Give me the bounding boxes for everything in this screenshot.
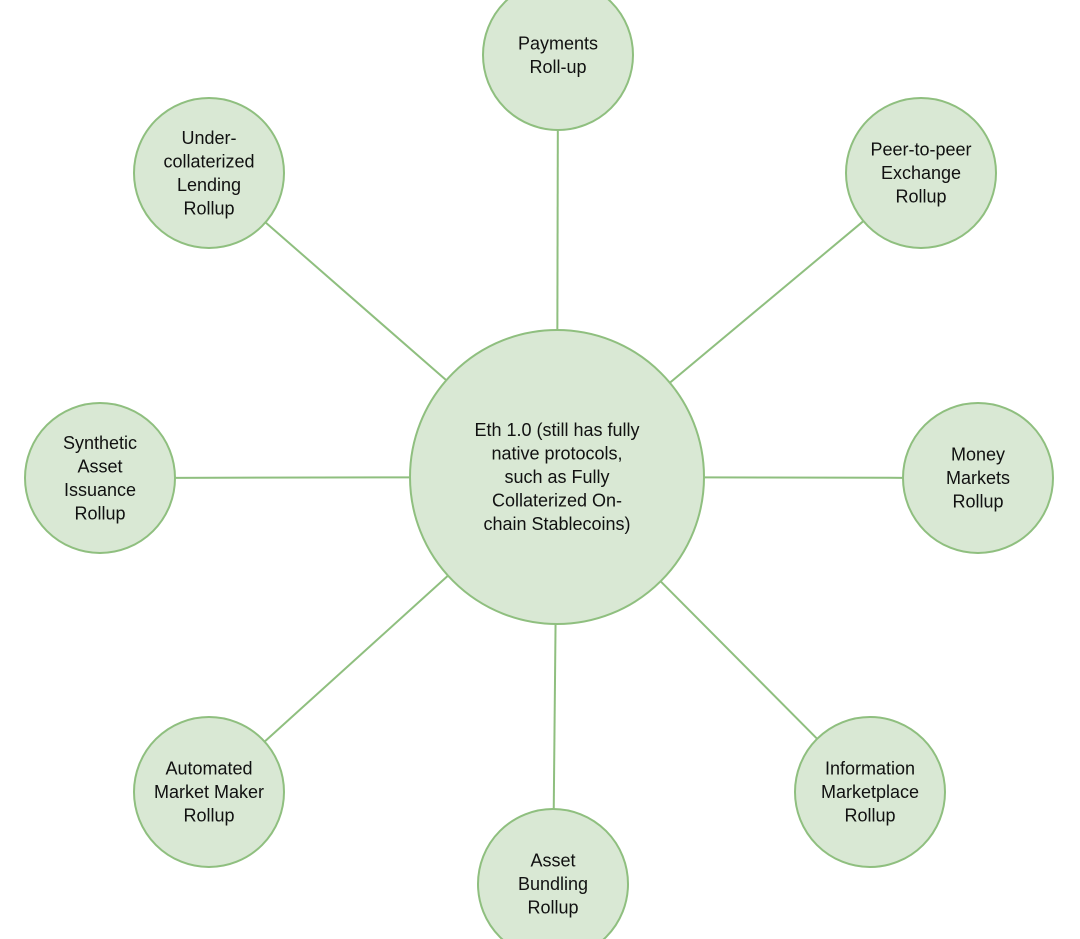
node-label-line: Asset <box>77 456 122 476</box>
node-label-line: Collaterized On- <box>492 491 622 511</box>
node-label-line: Asset <box>530 851 575 871</box>
node-label-line: Automated <box>165 759 252 779</box>
node-circle <box>845 97 997 249</box>
nodes: Eth 1.0 (still has fully native protocols… <box>24 0 1054 939</box>
node-circle <box>902 402 1054 554</box>
connector-lines <box>174 129 904 810</box>
node-label-line: Market Maker <box>154 782 264 802</box>
node-label-line: Money <box>951 445 1005 465</box>
node-label-line: Rollup <box>844 806 895 826</box>
node-circle <box>794 716 946 868</box>
node-label-line: Exchange <box>881 163 961 183</box>
edge-automated-market-maker <box>263 574 449 743</box>
node-label-line: Synthetic <box>63 433 137 453</box>
edge-synthetic-asset-issuance <box>174 476 411 479</box>
node-circle <box>482 0 634 131</box>
node-label-line: Markets <box>946 468 1010 488</box>
node-label-line: Rollup <box>527 898 578 918</box>
node-circle <box>409 329 705 625</box>
node-label-line: Rollup <box>952 492 1003 512</box>
edge-under-collateralized-lending <box>264 221 447 382</box>
node-label-line: native protocols, <box>491 444 622 464</box>
node-eth-center: Eth 1.0 (still has fully native protocols… <box>409 329 705 625</box>
node-label-line: Under- <box>181 128 236 148</box>
node-label-line: chain Stablecoins) <box>483 514 630 534</box>
edge-asset-bundling <box>552 623 557 810</box>
node-label-line: Rollup <box>183 806 234 826</box>
node-label-line: such as Fully <box>504 467 609 487</box>
node-circle <box>133 97 285 249</box>
node-circle <box>477 808 629 939</box>
node-label-line: Rollup <box>895 187 946 207</box>
node-label-line: Lending <box>177 175 241 195</box>
node-label-line: Payments <box>518 33 598 53</box>
node-circle <box>24 402 176 554</box>
node-label-line: Rollup <box>183 198 234 218</box>
node-label-line: Peer-to-peer <box>870 140 971 160</box>
node-label-line: Bundling <box>518 874 588 894</box>
edge-peer-to-peer-exchange <box>669 220 865 384</box>
node-circle <box>133 716 285 868</box>
edge-information-marketplace <box>659 580 818 740</box>
node-label-line: Information <box>825 759 915 779</box>
node-label-line: Issuance <box>64 480 136 500</box>
node-label-line: Rollup <box>74 503 125 523</box>
node-label-line: Marketplace <box>821 782 919 802</box>
node-label-line: Eth 1.0 (still has fully <box>474 420 639 440</box>
node-label-line: collaterized <box>163 151 254 171</box>
node-label-line: Roll-up <box>529 57 586 77</box>
